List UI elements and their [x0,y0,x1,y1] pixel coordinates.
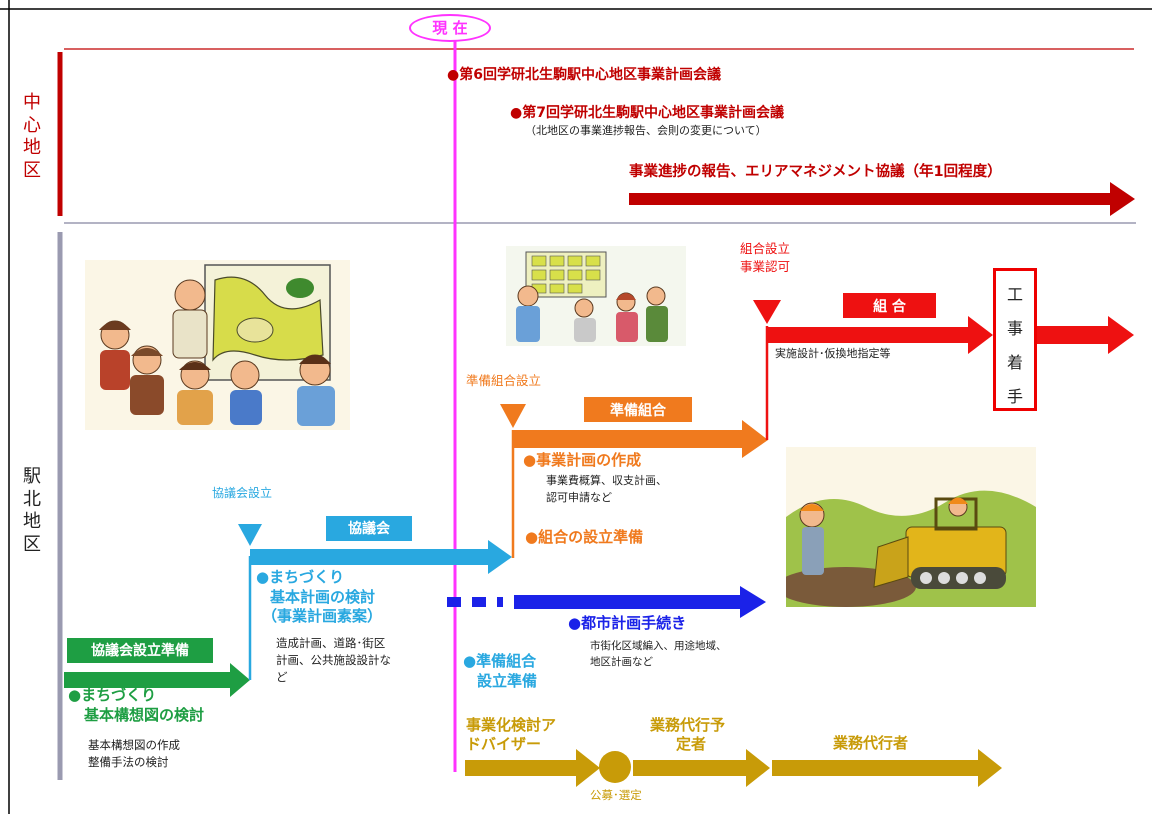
planning-illustration [506,246,686,346]
council-detail-2: 計画、公共施設設計な [276,653,391,667]
council-arrow [250,540,512,574]
union-arrow [767,316,993,354]
prep-union-setup-title-1: ●準備組合 [463,652,537,670]
now-badge: 現 在 [409,14,491,42]
council-tag-bg [326,516,412,541]
advisor-text-1: 事業化検討ア [466,716,557,734]
north-district-label: 駅北地区 [23,466,41,555]
council-title-1: ●まちづくり [256,568,345,586]
prep-union-milestone: 準備組合設立 [466,373,542,388]
council-prep-title-2: 基本構想図の検討 [84,706,205,724]
construction-char-2: 事 [1006,319,1023,338]
center-district-label: 中心地区 [23,92,41,181]
prep-union-setup-title: ●組合の設立準備 [525,528,644,546]
selection-circle [599,751,631,783]
construction-char-3: 着 [1006,353,1023,372]
city-planning-arrow [514,586,766,618]
union-detail: 実施設計･仮換地指定等 [775,347,891,360]
union-milestone-2: 事業認可 [740,259,791,274]
meeting6-text: ●第6回学研北生駒駅中心地区事業計画会議 [447,67,721,83]
advisor-arrow [465,749,600,787]
meeting-illustration [85,260,350,430]
council-title-3: （事業計画素案） [262,607,383,625]
prep-union-setup-title-2: 設立準備 [477,672,538,690]
council-tag: 協議会 [348,521,390,537]
city-planning-detail-1: 市街化区域編入、用途地域、 [590,640,727,652]
city-planning-dash3 [497,597,503,607]
council-detail-3: ど [276,670,288,684]
prep-union-arrow [513,420,768,458]
center-ongoing-arrow [629,182,1135,216]
selection-text: 公募･選定 [590,788,642,802]
council-prep-arrow [64,663,250,697]
planned-agent-text-1: 業務代行予 [650,716,726,734]
union-milestone-1: 組合設立 [740,241,791,256]
city-planning-dash2 [472,597,486,607]
council-prep-tag: 協議会設立準備 [91,643,189,659]
agent-text: 業務代行者 [833,734,909,752]
agent-arrow [772,749,1002,787]
union-tag-bg [843,293,936,318]
council-detail-1: 造成計画、道路･街区 [276,636,386,650]
union-tag: 組 合 [873,299,906,315]
construction-char-1: 工 [1006,285,1023,304]
meeting7-text: ●第7回学研北生駒駅中心地区事業計画会議 [510,105,784,121]
council-prep-detail-1: 基本構想図の作成 [88,738,180,752]
construction-char-4: 手 [1006,387,1023,406]
now-label: 現 在 [432,19,468,37]
union-milestone-triangle [753,300,781,324]
prep-union-plan-detail-2: 認可申請など [546,491,612,504]
council-milestone: 協議会設立 [212,486,273,500]
construction-illustration [786,447,1036,607]
council-title-2: 基本計画の検討 [270,588,376,606]
city-planning-detail-2: 地区計画など [590,656,653,668]
prep-union-milestone-triangle [500,404,526,428]
prep-union-tag-bg [584,397,692,422]
construction-arrow [1034,316,1134,354]
city-planning-dash1 [447,597,461,607]
advisor-text-2: ドバイザー [466,735,542,753]
meeting7-note: （北地区の事業進捗報告、会則の変更について） [525,124,767,137]
prep-union-tag: 準備組合 [610,403,666,419]
council-prep-detail-2: 整備手法の検討 [88,755,169,769]
center-ongoing-text: 事業進捗の報告、エリアマネジメント協議（年1回程度） [629,164,1002,180]
council-prep-tag-bg [67,638,213,663]
prep-union-plan-title: ●事業計画の作成 [523,451,642,469]
planned-agent-text-2: 定者 [676,735,707,753]
planned-agent-arrow [633,749,770,787]
council-milestone-triangle [238,524,262,546]
construction-start-box: 工 事 着 手 [993,268,1037,411]
prep-union-plan-detail-1: 事業費概算、収支計画、 [546,474,667,487]
council-prep-title-1: ●まちづくり [68,686,157,704]
city-planning-title: ●都市計画手続き [568,614,687,632]
